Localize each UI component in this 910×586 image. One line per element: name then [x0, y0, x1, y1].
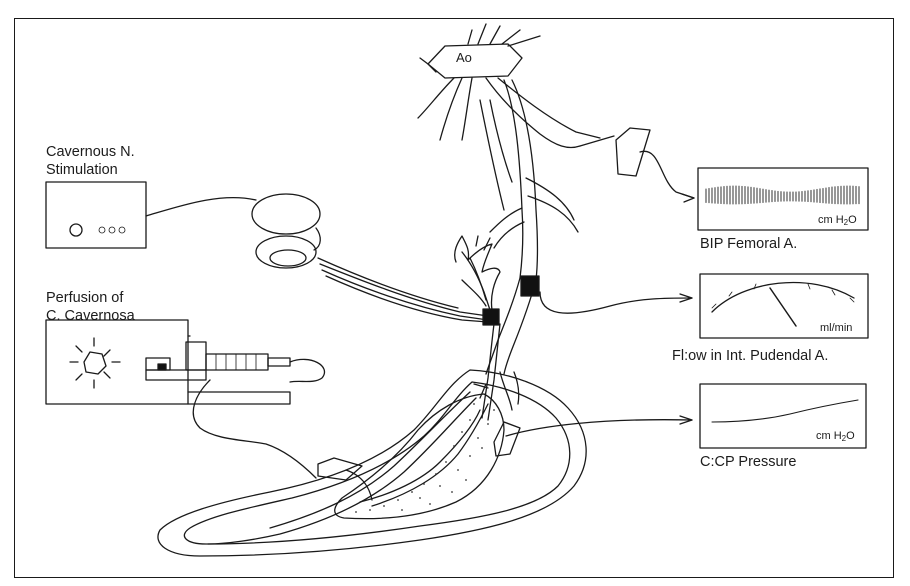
ccp-caption: C:CP Pressure: [700, 454, 796, 471]
bp-unit: cm H2O: [818, 214, 857, 227]
ccp-pressure-needle: [494, 422, 520, 456]
bp-caption: BIP Femoral A.: [700, 236, 797, 253]
perfusion-subtitle: C. Cavernosa: [46, 308, 135, 325]
perfusion-syringe-pump: [146, 342, 324, 382]
stimulating-electrode-loops: [252, 194, 320, 268]
flow-unit: ml/min: [820, 322, 852, 334]
ccp-unit: cm H2O: [816, 430, 855, 443]
nerve-stimulating-electrode: [483, 309, 499, 325]
pelvic-nerve-plexus: [455, 236, 500, 310]
flow-caption: Fl:ow in Int. Pudendal A.: [672, 348, 828, 365]
flow-probe-line: [540, 292, 692, 313]
bp-trace: [706, 186, 859, 204]
ccp-pressure-line: [506, 420, 692, 436]
aorta-label: Ao: [456, 50, 472, 65]
perfusion-tubing: [193, 380, 316, 478]
perfusion-pump-box: [46, 320, 290, 404]
ccp-trace: [712, 400, 858, 422]
nerve-stimulator-box: [46, 182, 146, 248]
corpus-stippling: [355, 403, 495, 513]
penis-outline: [158, 370, 586, 556]
aorta-vessel-tree: [418, 24, 600, 374]
stimulation-title: Cavernous N.: [46, 144, 135, 161]
stimulation-subtitle: Stimulation: [46, 162, 118, 179]
stimulator-lead: [146, 198, 256, 216]
flow-probe: [521, 276, 539, 296]
femoral-cannula: [580, 128, 694, 202]
flow-meter-needle: [770, 288, 796, 326]
perfusion-title: Perfusion of: [46, 290, 123, 307]
